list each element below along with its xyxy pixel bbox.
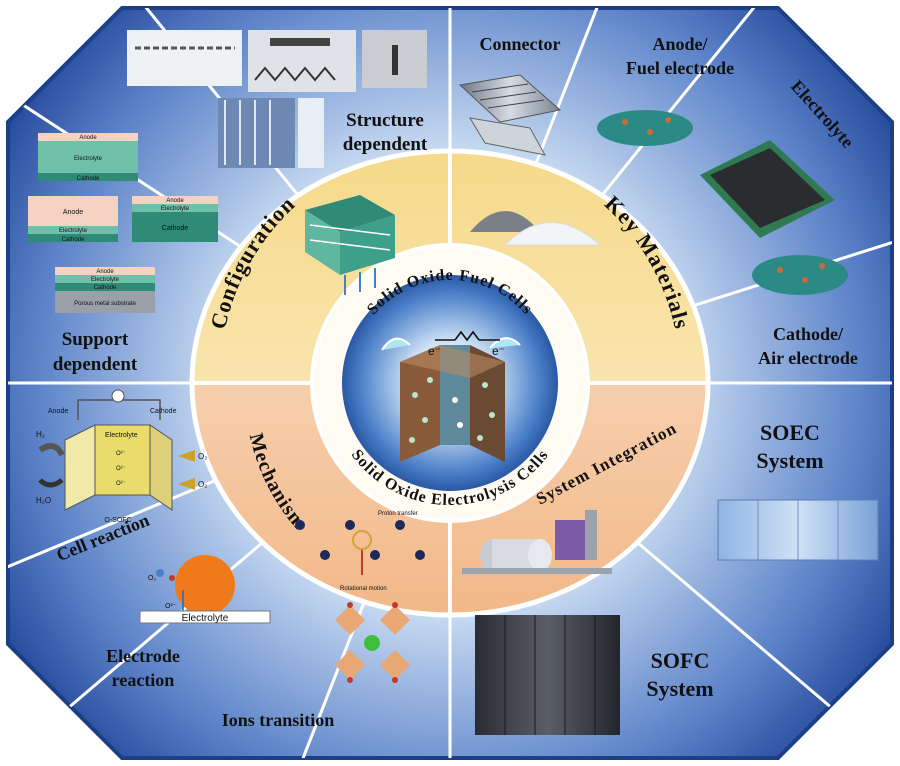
cr-o2-b: O₂ (198, 480, 207, 489)
support-label-1: Support (62, 329, 129, 350)
cell-reaction-diagram: Anode Cathode Electrolyte H₂ H₂O O₂ O₂ O… (36, 389, 207, 524)
d3-anode: Anode (166, 198, 184, 204)
electrode-label-2: reaction (112, 670, 175, 690)
d1-cathode: Cathode (77, 176, 100, 182)
structure-label-1: Structure (346, 110, 424, 131)
cr-o2-a: O₂ (198, 452, 207, 461)
soec-system-illustration (717, 499, 879, 561)
proton-transfer-label: Proton transfer (378, 511, 418, 517)
cr-ion-2: O²⁻ (116, 466, 126, 472)
d4-cathode: Cathode (94, 285, 117, 291)
lattice-illustration: Proton transfer Rotational motion (295, 511, 425, 592)
stack-diagram-3: Anode Electrolyte Cathode (132, 196, 218, 242)
sofc-system-illustration (475, 615, 620, 735)
cathode-label-2: Air electrode (758, 348, 858, 368)
er-o-ion: O²⁻ (165, 603, 177, 610)
soec-label-1: SOEC (760, 420, 820, 445)
ions-lattice-illustration (335, 602, 410, 683)
d3-electrolyte: Electrolyte (161, 206, 190, 212)
d1-anode: Anode (79, 135, 97, 141)
d3-cathode: Cathode (162, 225, 189, 232)
cr-h2o: H₂O (36, 496, 51, 505)
d2-cathode: Cathode (62, 237, 85, 243)
d2-anode: Anode (63, 209, 83, 216)
soec-label-2: System (756, 448, 823, 473)
rotational-motion-label: Rotational motion (340, 586, 387, 592)
connector-label: Connector (480, 34, 561, 54)
d4-anode: Anode (96, 269, 114, 275)
electrolyte-plate-illustration (700, 140, 835, 238)
cathode-label-1: Cathode/ (773, 324, 844, 344)
cr-cathode: Cathode (150, 408, 177, 415)
stack-diagram-4: Anode Electrolyte Cathode Porous metal s… (55, 267, 155, 313)
connector-illustration (458, 74, 562, 156)
sofc-label-2: System (646, 676, 713, 701)
electron-label-left: e⁻ (428, 344, 441, 358)
er-o2: O₂ (148, 575, 156, 582)
er-electrolyte: Electrolyte (182, 613, 229, 624)
stack-diagram-2: Anode Electrolyte Cathode (28, 196, 118, 243)
cr-anode: Anode (48, 408, 68, 415)
plant-illustration (462, 510, 612, 574)
d4-electrolyte: Electrolyte (91, 277, 120, 283)
electron-label-right: e⁻ (492, 344, 505, 358)
stack-diagram-1: Anode Electrolyte Cathode (38, 133, 138, 182)
d4-substrate: Porous metal substrate (74, 301, 136, 307)
powder-illustration (470, 211, 602, 246)
cathode-material-illustration (752, 255, 848, 295)
electrode-label-1: Electrode (106, 646, 180, 666)
support-label-2: dependent (53, 354, 138, 375)
cr-electrolyte: Electrolyte (105, 432, 138, 439)
cr-h2: H₂ (36, 430, 45, 439)
d1-electrolyte: Electrolyte (74, 156, 103, 162)
anode-label-2: Fuel electrode (626, 58, 734, 78)
structure-label-2: dependent (343, 134, 428, 155)
anode-material-illustration (597, 110, 693, 146)
structure-photos (127, 30, 427, 168)
core-cell-illustration: e⁻ e⁻ (381, 330, 521, 462)
sofc-label-1: SOFC (651, 648, 710, 673)
cr-ion-3: O²⁻ (116, 481, 126, 487)
cr-o-sofc: O-SOFC (104, 517, 131, 524)
anode-label-1: Anode/ (652, 34, 708, 54)
d2-electrolyte: Electrolyte (59, 228, 88, 234)
cr-ion-1: O²⁻ (116, 451, 126, 457)
electrode-reaction-diagram: O₂ O²⁻ Electrolyte (139, 555, 271, 624)
configuration-stack-illustration (305, 195, 395, 295)
ions-transition-label: Ions transition (222, 710, 335, 730)
